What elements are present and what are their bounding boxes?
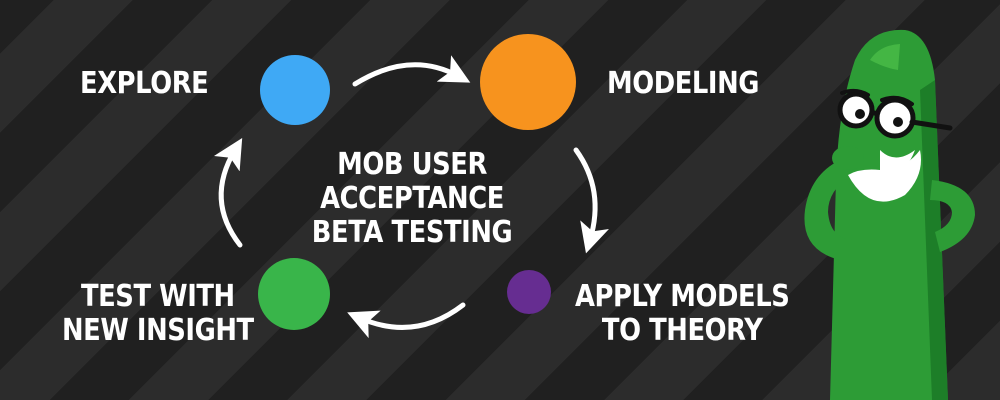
arrow-apply-to-test — [347, 302, 466, 339]
label-explore: EXPLORE — [80, 66, 209, 101]
node-explore — [260, 55, 330, 125]
label-test-with-new-insight: TEST WITH NEW INSIGHT — [62, 280, 254, 348]
node-test-with-new-insight — [258, 258, 330, 330]
label-modeling-line-1: MODELING — [607, 66, 760, 101]
label-modeling: MODELING — [607, 67, 759, 101]
label-test-line-2: NEW INSIGHT — [62, 313, 254, 348]
arrow-explore-to-modeling — [352, 55, 471, 87]
center-title-line-1: MOB USER — [337, 147, 487, 182]
arrow-test-to-explore — [213, 137, 243, 248]
label-apply-line-2: TO THEORY — [601, 313, 763, 348]
center-title-line-2: ACCEPTANCE — [320, 181, 504, 216]
node-apply-models — [507, 270, 551, 314]
label-apply-line-1: APPLY MODELS — [575, 279, 790, 314]
label-apply-models: APPLY MODELS TO THEORY — [575, 279, 790, 348]
center-title-line-3: BETA TESTING — [311, 215, 513, 250]
label-test-line-1: TEST WITH — [80, 279, 235, 314]
arrow-modeling-to-apply — [573, 147, 609, 254]
node-modeling — [480, 34, 576, 130]
label-explore-line-1: EXPLORE — [80, 66, 209, 101]
